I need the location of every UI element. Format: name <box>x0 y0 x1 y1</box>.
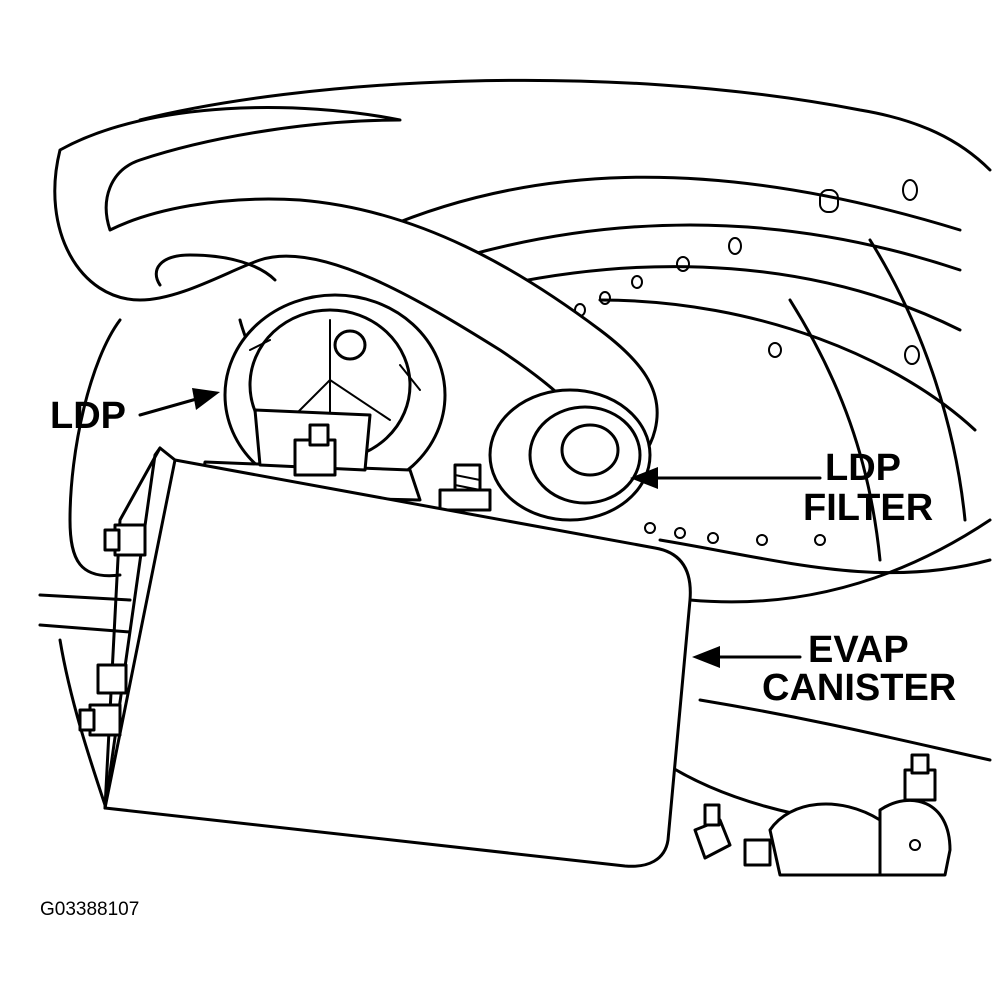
evap-arrow-head <box>692 646 720 668</box>
ldp-filter-label-line1: LDP <box>825 447 901 489</box>
ldp-filter <box>488 388 652 522</box>
evap-label-line2: CANISTER <box>762 667 956 709</box>
ldp-arrow-head <box>192 388 220 410</box>
ldp-arrow-shaft <box>138 396 202 417</box>
evap-canister <box>103 446 692 868</box>
body-rivets <box>574 179 920 546</box>
ldp-filter-label-line2: FILTER <box>803 487 933 529</box>
canister-bolts <box>78 523 147 737</box>
evap-label-line1: EVAP <box>808 629 909 671</box>
ldp-label: LDP <box>50 395 126 437</box>
lower-hardware <box>693 753 952 877</box>
figure-code: G03388107 <box>40 899 139 920</box>
ldp-filter-arrow-head <box>630 467 658 489</box>
callout-arrows <box>138 388 822 668</box>
